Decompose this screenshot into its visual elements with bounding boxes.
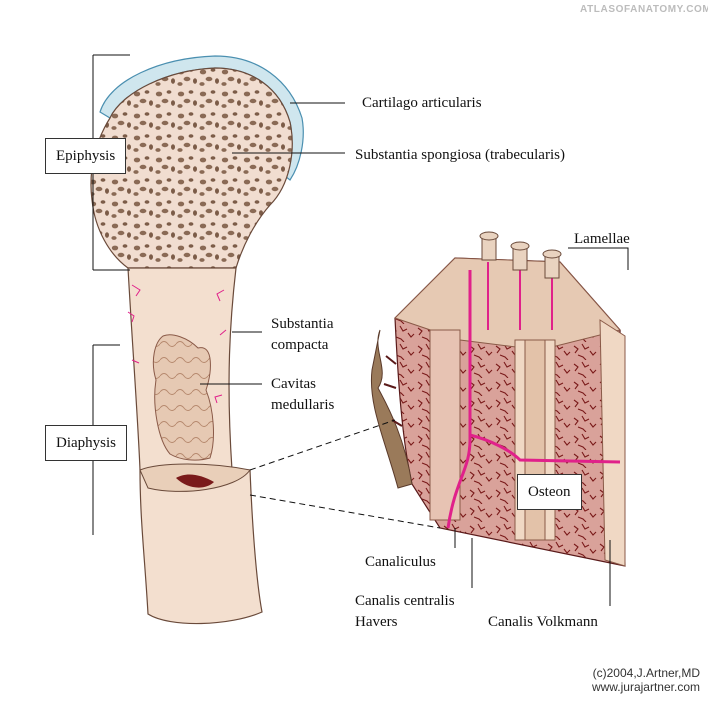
osteon-label: Osteon: [517, 474, 582, 510]
epiphysis-head: [90, 67, 293, 269]
credit-line-2: www.jurajartner.com: [591, 680, 700, 694]
cartilago-label: Cartilago articularis: [362, 95, 482, 111]
volkmann-label: Canalis Volkmann: [488, 614, 598, 630]
compacta-label-line1: Substantia: [271, 316, 334, 332]
cavitas-label-line2: medullaris: [271, 397, 335, 413]
credit-text: (c)2004,J.Artner,MD www.jurajartner.com: [560, 666, 700, 694]
canaliculus-label: Canaliculus: [365, 554, 436, 570]
epiphysis-label: Epiphysis: [45, 138, 127, 174]
compacta-label-line2: compacta: [271, 337, 329, 353]
watermark-text: ATLASOFANATOMY.COM: [580, 4, 708, 15]
spongiosa-label: Substantia spongiosa (trabecularis): [355, 147, 565, 163]
havers-label-line2: Havers: [355, 614, 398, 630]
havers-label-line1: Canalis centralis: [355, 593, 455, 609]
long-bone: [90, 55, 304, 625]
lamellae-label: Lamellae: [574, 231, 630, 247]
credit-line-1: (c)2004,J.Artner,MD: [592, 666, 700, 680]
cavitas-label-line1: Cavitas: [271, 376, 316, 392]
diaphysis-label: Diaphysis: [45, 425, 127, 461]
medullary-cavity: [152, 334, 214, 461]
magnified-section: [370, 231, 626, 567]
